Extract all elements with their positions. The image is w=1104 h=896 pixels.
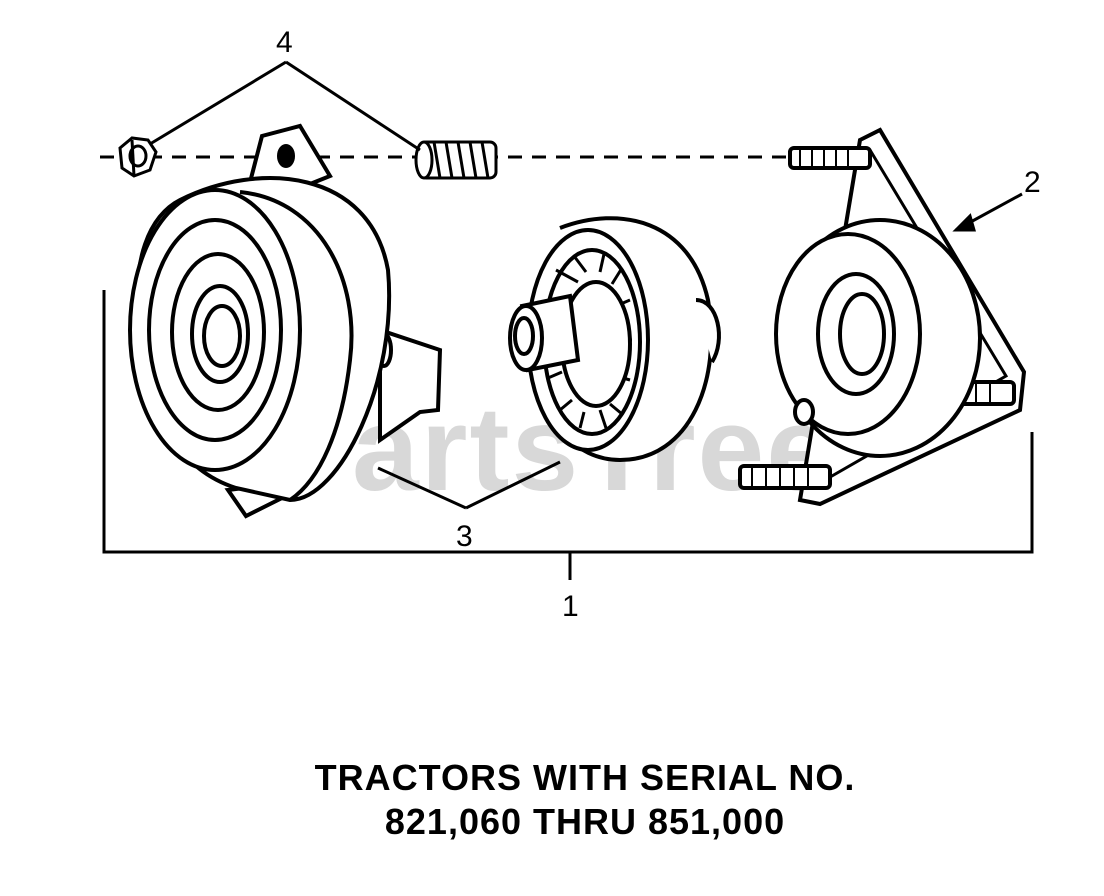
callout-3: 3: [456, 520, 473, 553]
clutch-pulley: [128, 123, 443, 519]
serial-range-caption: TRACTORS WITH SERIAL NO. 821,060 THRU 85…: [240, 756, 930, 844]
callout-1: 1: [562, 590, 579, 623]
spring-part: [414, 140, 498, 180]
caption-line-2: 821,060 THRU 851,000: [384, 801, 786, 842]
nut-part: [118, 136, 158, 178]
bearing-part: [508, 216, 721, 463]
caption-line-1: TRACTORS WITH SERIAL NO.: [314, 757, 856, 798]
callout-2: 2: [1024, 166, 1041, 199]
callout-4: 4: [276, 26, 293, 59]
brake-bracket: [738, 127, 1027, 507]
leader-lines: [102, 60, 1034, 580]
